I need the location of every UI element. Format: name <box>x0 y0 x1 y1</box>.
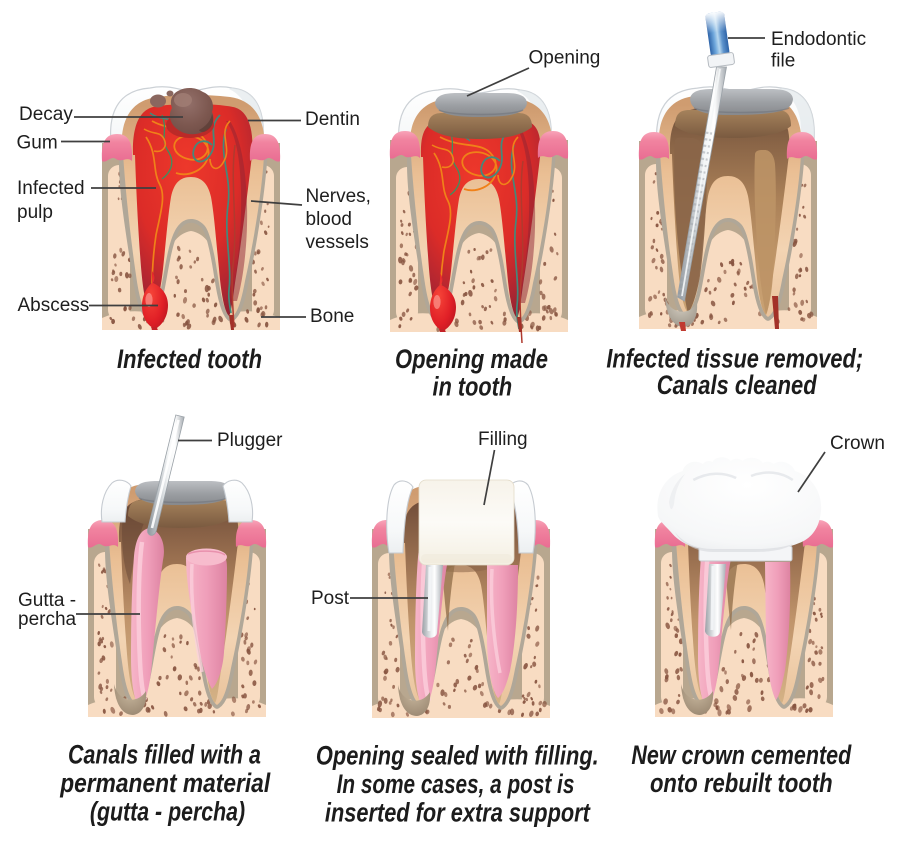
svg-text:inserted for extra support: inserted for extra support <box>325 799 591 828</box>
svg-text:onto rebuilt tooth: onto rebuilt tooth <box>650 769 833 798</box>
svg-text:Crown: Crown <box>830 433 885 454</box>
svg-text:permanent material: permanent material <box>59 769 271 798</box>
svg-text:vessels: vessels <box>306 232 369 253</box>
svg-text:Post: Post <box>311 588 350 609</box>
svg-text:Bone: Bone <box>310 306 354 327</box>
svg-text:Filling: Filling <box>478 429 528 450</box>
svg-text:Infected tooth: Infected tooth <box>117 345 262 374</box>
svg-text:Plugger: Plugger <box>217 430 283 451</box>
svg-text:Endodontic: Endodontic <box>771 29 866 50</box>
svg-text:Infected: Infected <box>17 178 85 199</box>
svg-text:Canals filled with a: Canals filled with a <box>68 740 261 770</box>
svg-text:Abscess: Abscess <box>18 295 90 316</box>
svg-text:Gutta -: Gutta - <box>18 590 76 611</box>
svg-text:Opening sealed with filling.: Opening sealed with filling. <box>316 742 599 771</box>
svg-text:pulp: pulp <box>17 202 53 223</box>
svg-text:Dentin: Dentin <box>305 109 360 130</box>
svg-text:New crown cemented: New crown cemented <box>631 741 852 771</box>
svg-text:percha: percha <box>18 609 77 630</box>
svg-text:in tooth: in tooth <box>433 373 513 403</box>
svg-text:Opening: Opening <box>529 48 601 69</box>
svg-text:Infected tissue removed;: Infected tissue removed; <box>606 345 863 374</box>
svg-text:file: file <box>771 51 795 72</box>
svg-text:blood: blood <box>306 209 353 230</box>
svg-text:In some cases, a post is: In some cases, a post is <box>337 770 575 800</box>
svg-text:Gum: Gum <box>17 133 58 154</box>
svg-text:Canals cleaned: Canals cleaned <box>657 371 818 400</box>
svg-text:Opening made: Opening made <box>395 345 548 374</box>
svg-text:(gutta - percha): (gutta - percha) <box>90 797 245 827</box>
svg-text:Decay: Decay <box>19 104 73 125</box>
svg-text:Nerves,: Nerves, <box>306 186 371 207</box>
